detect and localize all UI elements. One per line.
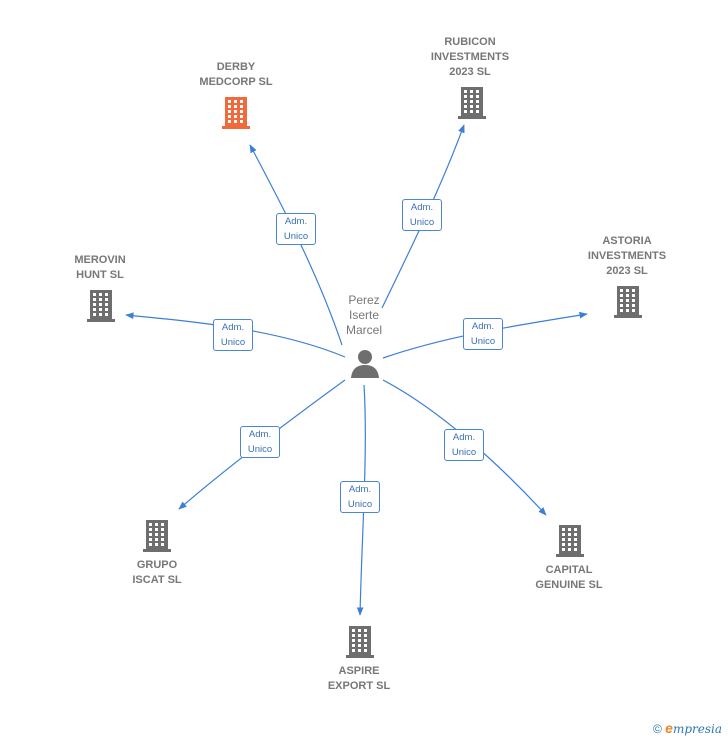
role-line2: Unico: [451, 447, 477, 458]
role-line1: Adm.: [471, 321, 495, 332]
role-line1: Adm.: [452, 432, 476, 443]
footer-brand[interactable]: © empresia: [653, 720, 722, 736]
role-line2: Unico: [220, 337, 246, 348]
role-box-merovin: Adm. Unico: [213, 319, 253, 351]
brand-name: mpresia: [672, 722, 722, 736]
role-line2: Unico: [247, 444, 273, 455]
role-box-rubicon: Adm. Unico: [402, 199, 442, 231]
role-line2: Unico: [470, 336, 496, 347]
person-name[interactable]: Perez Iserte Marcel: [345, 293, 383, 337]
role-line1: Adm.: [348, 484, 372, 495]
company-label-merovin[interactable]: MEROVIN HUNT SL: [74, 254, 126, 281]
role-line1: Adm.: [248, 429, 272, 440]
role-line1: Adm.: [221, 322, 245, 333]
building-icon-capital[interactable]: [554, 524, 586, 558]
company-label-capital[interactable]: CAPITAL GENUINE SL: [535, 564, 603, 591]
company-label-aspire[interactable]: ASPIRE EXPORT SL: [327, 665, 391, 692]
copyright-icon: ©: [652, 722, 662, 736]
building-icon-rubicon[interactable]: [456, 86, 488, 120]
edge-derby: [249, 144, 343, 346]
building-icon-grupo[interactable]: [141, 519, 173, 553]
person-icon[interactable]: [349, 347, 381, 379]
role-box-grupo: Adm. Unico: [240, 426, 280, 458]
role-line2: Unico: [409, 217, 435, 228]
role-box-aspire: Adm. Unico: [340, 481, 380, 513]
role-line1: Adm.: [284, 216, 308, 227]
role-box-capital: Adm. Unico: [444, 429, 484, 461]
company-label-grupo[interactable]: GRUPO ISCAT SL: [132, 559, 182, 586]
building-icon-aspire[interactable]: [344, 625, 376, 659]
role-box-derby: Adm. Unico: [276, 213, 316, 245]
role-line2: Unico: [347, 499, 373, 510]
company-label-astoria[interactable]: ASTORIA INVESTMENTS 2023 SL: [587, 235, 667, 277]
role-line2: Unico: [283, 231, 309, 242]
company-label-rubicon[interactable]: RUBICON INVESTMENTS 2023 SL: [430, 36, 510, 78]
company-label-derby[interactable]: DERBY MEDCORP SL: [199, 61, 273, 88]
building-icon-astoria[interactable]: [612, 285, 644, 319]
role-box-astoria: Adm. Unico: [463, 318, 503, 350]
role-line1: Adm.: [410, 202, 434, 213]
building-icon-derby[interactable]: [220, 96, 252, 130]
brand-initial: e: [665, 720, 673, 736]
building-icon-merovin[interactable]: [85, 289, 117, 323]
